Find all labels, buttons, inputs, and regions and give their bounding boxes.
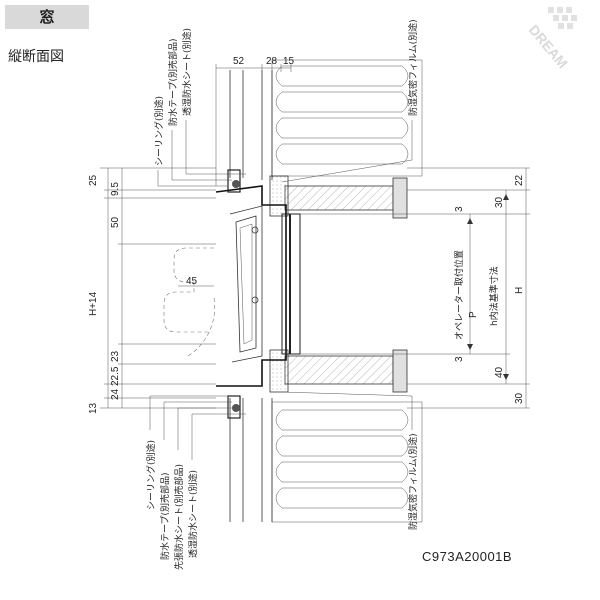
- operator-position-mark: P: [468, 311, 479, 318]
- dim-operator-45: 45: [186, 276, 198, 287]
- section-tab[interactable]: 窓: [5, 5, 89, 29]
- dim-left-24: 24: [110, 388, 121, 400]
- dim-overall-h: H: [514, 287, 525, 294]
- dim-left-22-5: 22.5: [110, 366, 121, 386]
- callout-bottom-waterproof-tape: 防水テープ(別売部品): [159, 473, 171, 560]
- dim-inner-3-top: 3: [454, 206, 465, 212]
- callout-top-breathable-sheet: 透湿防水シート(別途): [181, 28, 193, 116]
- dim-top-1: 52: [233, 56, 245, 67]
- dream-logo: DREAM: [526, 7, 577, 71]
- window-frame: [215, 169, 301, 419]
- callout-bottom-pre-sheet: 先張防水シート(別売部品): [173, 464, 185, 570]
- callout-top-waterproof-tape: 防水テープ(別売部品): [167, 39, 179, 126]
- callout-bottom-sealing: シーリング(別途): [145, 440, 157, 510]
- dim-left-9-5: 9.5: [110, 182, 121, 196]
- callouts-bottom: シーリング(別途) 防水テープ(別売部品) 先張防水シート(別売部品) 透湿防水…: [145, 391, 419, 570]
- dim-inner-3-bottom: 3: [454, 356, 465, 362]
- dim-right-22: 22: [514, 174, 525, 186]
- dim-left-25: 25: [88, 174, 99, 186]
- callout-bottom-vapor-film: 防湿気密フィルム(別途): [407, 433, 419, 530]
- insulation-bottom: [271, 401, 423, 523]
- callouts-top: シーリング(別途) 防水テープ(別売部品) 透湿防水シート(別途) 防湿気密フィ…: [153, 19, 419, 187]
- callout-top-vapor-film: 防湿気密フィルム(別途): [407, 19, 419, 116]
- right-dimensions: 22 30 40 30 H 3 3 45 h内法基準寸法 オペレーター取付位置 …: [186, 167, 530, 409]
- dim-right-40: 40: [494, 366, 505, 378]
- dim-left-h14: H+14: [88, 291, 99, 316]
- drawing-code: C973A20001B: [422, 549, 513, 564]
- insulation-top: [271, 59, 423, 177]
- dim-top-3: 15: [283, 56, 295, 67]
- dim-left-13: 13: [88, 402, 99, 414]
- callout-top-sealing: シーリング(別途): [153, 96, 165, 166]
- dim-top-2: 28: [266, 56, 278, 67]
- sill: [269, 349, 408, 393]
- drawing-subtitle: 縦断面図: [8, 49, 64, 65]
- callout-bottom-breathable-sheet: 透湿防水シート(別途): [187, 470, 199, 558]
- dim-left-50: 50: [110, 216, 121, 228]
- dim-left-23: 23: [110, 350, 121, 362]
- wall-layers: [229, 70, 273, 522]
- left-dimensions: 25 9.5 50 H+14 23 22.5 24 13: [88, 167, 216, 414]
- operator-position-label: オペレーター取付位置: [453, 250, 465, 340]
- h-reference-label: h内法基準寸法: [488, 266, 500, 326]
- top-dimensions: 52 28 15: [215, 56, 295, 186]
- head-jamb: [269, 175, 408, 219]
- operator-handle: [163, 247, 215, 357]
- dream-watermark: DREAM: [526, 22, 571, 72]
- dim-right-30-bottom: 30: [514, 392, 525, 404]
- dim-right-30-top: 30: [494, 196, 505, 208]
